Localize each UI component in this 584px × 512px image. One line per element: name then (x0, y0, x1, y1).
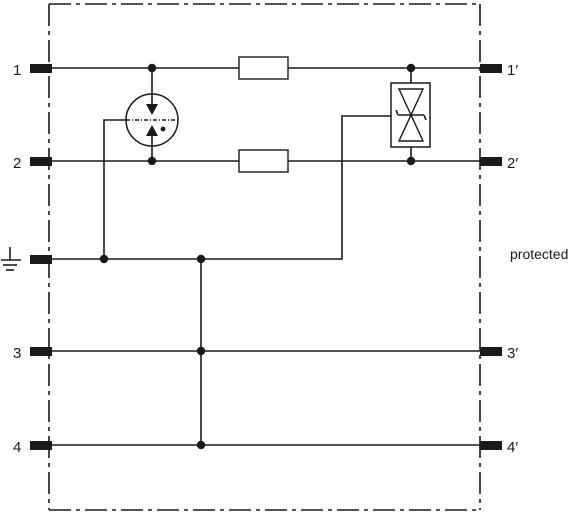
terminal-1 (30, 64, 52, 73)
terminal-label-3: 3 (13, 345, 21, 362)
junction-node (147, 63, 157, 73)
terminal-4 (30, 441, 52, 450)
terminal-3-prime (480, 347, 502, 356)
terminal-label-4-prime: 4′ (507, 439, 518, 456)
resistor-icon (238, 56, 289, 80)
terminal-1-prime (480, 64, 502, 73)
enclosure (48, 3, 481, 511)
junction-node (196, 440, 206, 450)
terminal-3 (30, 347, 52, 356)
junction-node (99, 254, 109, 264)
terminal-label-3-prime: 3′ (507, 345, 518, 362)
gas-discharge-tube-icon (125, 93, 179, 147)
junction-node (406, 63, 416, 73)
junction-node (196, 346, 206, 356)
terminal-2 (30, 157, 52, 166)
ground-icon (1, 247, 21, 271)
terminal-label-4: 4 (13, 439, 21, 456)
protected-side-label: protected (510, 246, 568, 262)
terminal-label-2: 2 (13, 155, 21, 172)
tvs-diode-icon (390, 82, 431, 148)
terminal-label-2-prime: 2′ (507, 155, 518, 172)
terminal-4-prime (480, 441, 502, 450)
wire-gdt-ground (103, 119, 126, 259)
terminal-ground (30, 255, 52, 264)
wire-ground (52, 115, 391, 260)
right-terminals (480, 64, 502, 450)
terminal-label-1-prime: 1′ (507, 62, 518, 79)
junction-node (196, 254, 206, 264)
resistor-icon (238, 149, 289, 173)
junction-node (406, 156, 416, 166)
left-terminals (30, 64, 52, 450)
junction-node (147, 156, 157, 166)
junction-nodes (99, 63, 416, 450)
terminal-2-prime (480, 157, 502, 166)
terminal-label-1: 1 (13, 62, 21, 79)
